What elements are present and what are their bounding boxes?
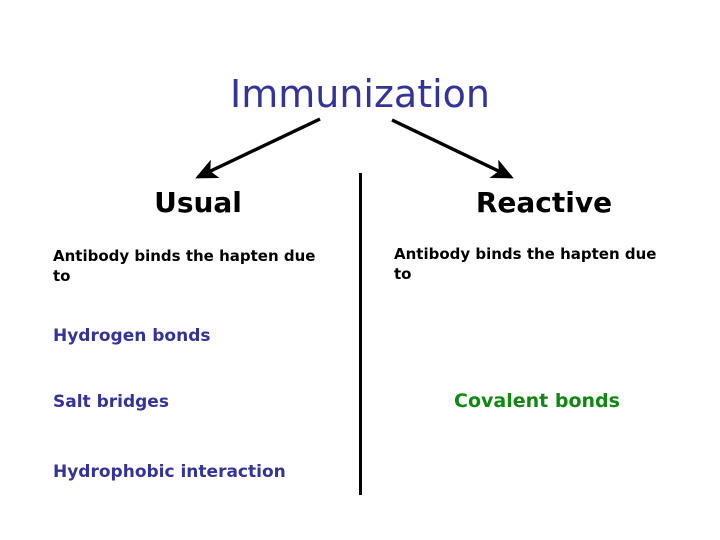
list-item-salt-bridges: Salt bridges bbox=[53, 392, 169, 412]
arrow-to-usual-icon bbox=[195, 117, 321, 179]
column-reactive-heading: Reactive bbox=[475, 186, 613, 219]
column-reactive: Reactive Antibody binds the hapten due t… bbox=[386, 186, 696, 412]
page-title: Immunization bbox=[230, 72, 490, 116]
column-divider bbox=[359, 173, 362, 495]
column-usual-lead-text: Antibody binds the hapten due to bbox=[53, 247, 316, 285]
arrow-to-reactive-icon bbox=[391, 118, 514, 179]
column-usual-heading: Usual bbox=[154, 186, 242, 219]
list-item-hydrogen-bonds: Hydrogen bonds bbox=[53, 326, 211, 346]
list-item-covalent-bonds: Covalent bonds bbox=[454, 390, 620, 412]
column-reactive-lead-text: Antibody binds the hapten due to bbox=[394, 245, 657, 283]
column-usual: Usual Antibody binds the hapten due to H… bbox=[40, 186, 352, 482]
list-item-hydrophobic-interaction: Hydrophobic interaction bbox=[53, 462, 286, 482]
